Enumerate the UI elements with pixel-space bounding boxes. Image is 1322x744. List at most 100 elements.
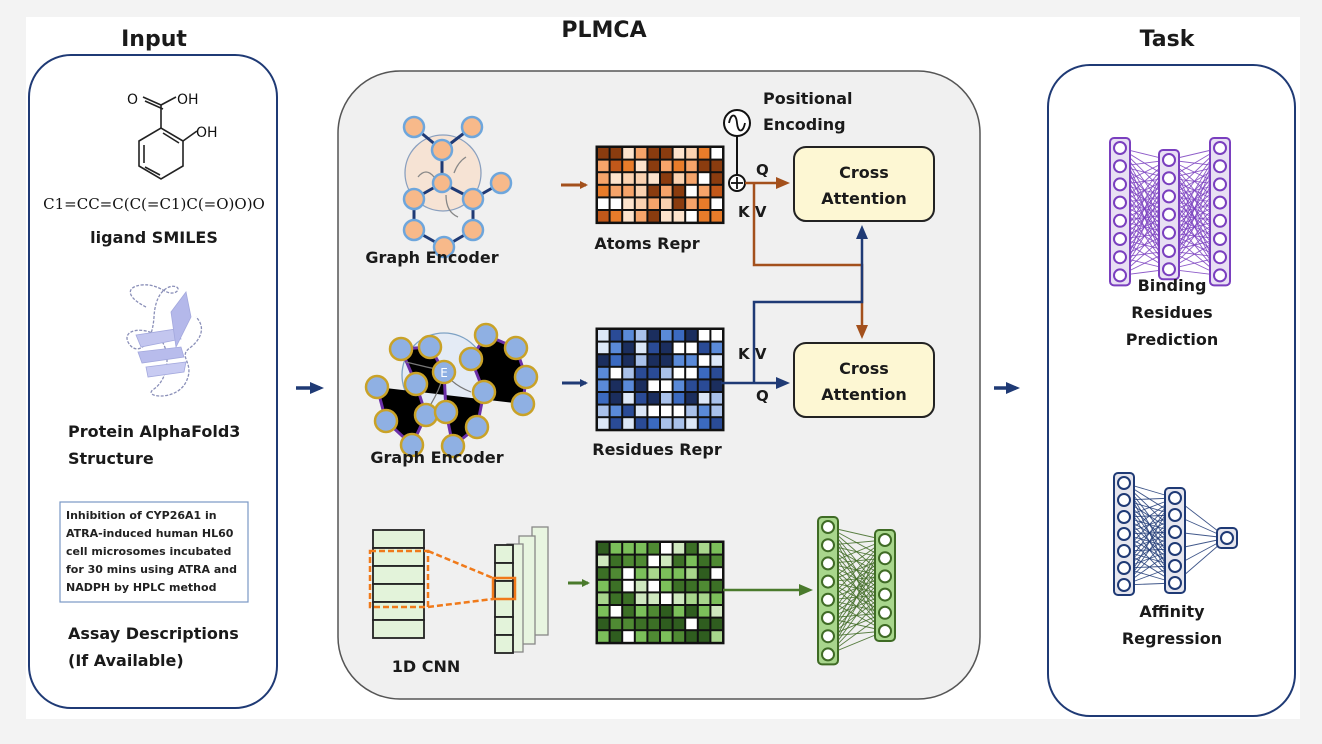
mlp-neuron (1113, 141, 1127, 155)
matrix-cell (673, 160, 685, 172)
protein-kv-to-top-attention-line (752, 225, 868, 383)
assay-text-box (59, 501, 249, 603)
matrix-cell (661, 173, 672, 184)
ligand-encoder-label: Graph Encoder (365, 248, 498, 267)
matrix-cell (673, 568, 685, 579)
matrix-cell (623, 580, 634, 592)
cross-attention-bottom (793, 342, 935, 418)
mlp-neuron (878, 551, 892, 566)
matrix-cell (686, 185, 697, 197)
matrix-cell (610, 148, 622, 159)
matrix-cell (598, 160, 609, 172)
protein-center-node-label: E (440, 366, 448, 380)
matrix-cell (610, 543, 622, 554)
matrix-cell (623, 355, 634, 366)
mlp-neuron (1213, 232, 1227, 246)
mlp-neuron (821, 611, 835, 625)
mlp-neuron (1213, 159, 1227, 174)
matrix-cell (598, 593, 609, 604)
assay-label-line2: (If Available) (68, 651, 184, 670)
matrix-cell (598, 418, 609, 429)
mlp-neuron (1162, 225, 1176, 240)
mlp-neuron (1117, 510, 1131, 524)
matrix-cell (698, 555, 710, 567)
binding-label-line2: Residues (1131, 303, 1212, 322)
matrix-cell (610, 631, 622, 642)
matrix-cell (610, 593, 622, 604)
matrix-cell (698, 593, 710, 604)
mlp-neuron (1117, 578, 1131, 592)
matrix-cell (686, 380, 697, 391)
matrix-cell (648, 355, 659, 366)
matrix-cell (711, 342, 722, 354)
matrix-cell (661, 593, 672, 604)
matrix-cell (711, 555, 722, 567)
matrix-cell (661, 160, 672, 172)
matrix-cell (711, 173, 722, 184)
matrix-cell (698, 631, 710, 642)
matrix-cell (635, 405, 647, 417)
matrix-cell (711, 593, 722, 604)
matrix-cell (711, 211, 722, 222)
matrix-cell (698, 418, 710, 429)
matrix-cell (686, 418, 697, 429)
matrix-cell (610, 330, 622, 341)
matrix-cell (635, 355, 647, 366)
mlp-neuron (878, 587, 892, 602)
matrix-cell (686, 198, 697, 209)
mlp-neuron (1113, 232, 1127, 246)
matrix-cell (711, 405, 722, 417)
matrix-cell (623, 618, 634, 630)
mlp-neuron (1162, 171, 1176, 186)
architecture-diagram: Input O OH OH C1=CC=C(C(=C1)C(=O)O)O lig… (28, 18, 1296, 717)
assay-label-line1: Assay Descriptions (68, 624, 239, 643)
matrix-cell (648, 148, 659, 159)
matrix-cell (623, 393, 634, 404)
matrix-cell (698, 330, 710, 341)
matrix-cell (673, 342, 685, 354)
matrix-cell (698, 606, 710, 617)
matrix-cell (635, 380, 647, 391)
matrix-cell (711, 148, 722, 159)
binding-residues-mlp-icon (1109, 137, 1231, 287)
matrix-cell (648, 342, 659, 354)
matrix-cell (698, 580, 710, 592)
input-title: Input (121, 27, 187, 52)
input-panel (28, 54, 278, 709)
matrix-cell (698, 211, 710, 222)
assay-line-5: NADPH by HPLC method (66, 581, 216, 594)
matrix-cell (610, 418, 622, 429)
matrix-cell (635, 185, 647, 197)
residues-repr-matrix (595, 327, 725, 432)
matrix-cell (610, 606, 622, 617)
matrix-cell (635, 330, 647, 341)
matrix-cell (686, 543, 697, 554)
matrix-cell (673, 185, 685, 197)
matrix-cell (661, 198, 672, 209)
figure-canvas: Input O OH OH C1=CC=C(C(=C1)C(=O)O)O lig… (26, 17, 1300, 719)
mlp-neuron (1213, 177, 1227, 192)
assay-line-3: cell microsomes incubated (66, 545, 231, 558)
positional-encoding-label-line1: Positional (763, 89, 853, 108)
cnn-icon (368, 526, 549, 654)
mlp-neuron (1168, 542, 1182, 556)
matrix-cell (623, 198, 634, 209)
matrix-cell (648, 198, 659, 209)
matrix-cell (673, 631, 685, 642)
protein-structure-icon (126, 284, 203, 397)
matrix-cell (661, 606, 672, 617)
mlp-neuron (1168, 508, 1182, 522)
matrix-cell (661, 418, 672, 429)
matrix-cell (673, 198, 685, 209)
matrix-cell (648, 631, 659, 642)
matrix-cell (673, 606, 685, 617)
matrix-cell (673, 211, 685, 222)
mlp-neuron (821, 629, 835, 644)
ligand-structure-icon (138, 96, 198, 180)
matrix-cell (635, 211, 647, 222)
matrix-cell (610, 405, 622, 417)
matrix-cell (711, 393, 722, 404)
matrix-cell (623, 593, 634, 604)
matrix-cell (661, 185, 672, 197)
matrix-cell (635, 148, 647, 159)
